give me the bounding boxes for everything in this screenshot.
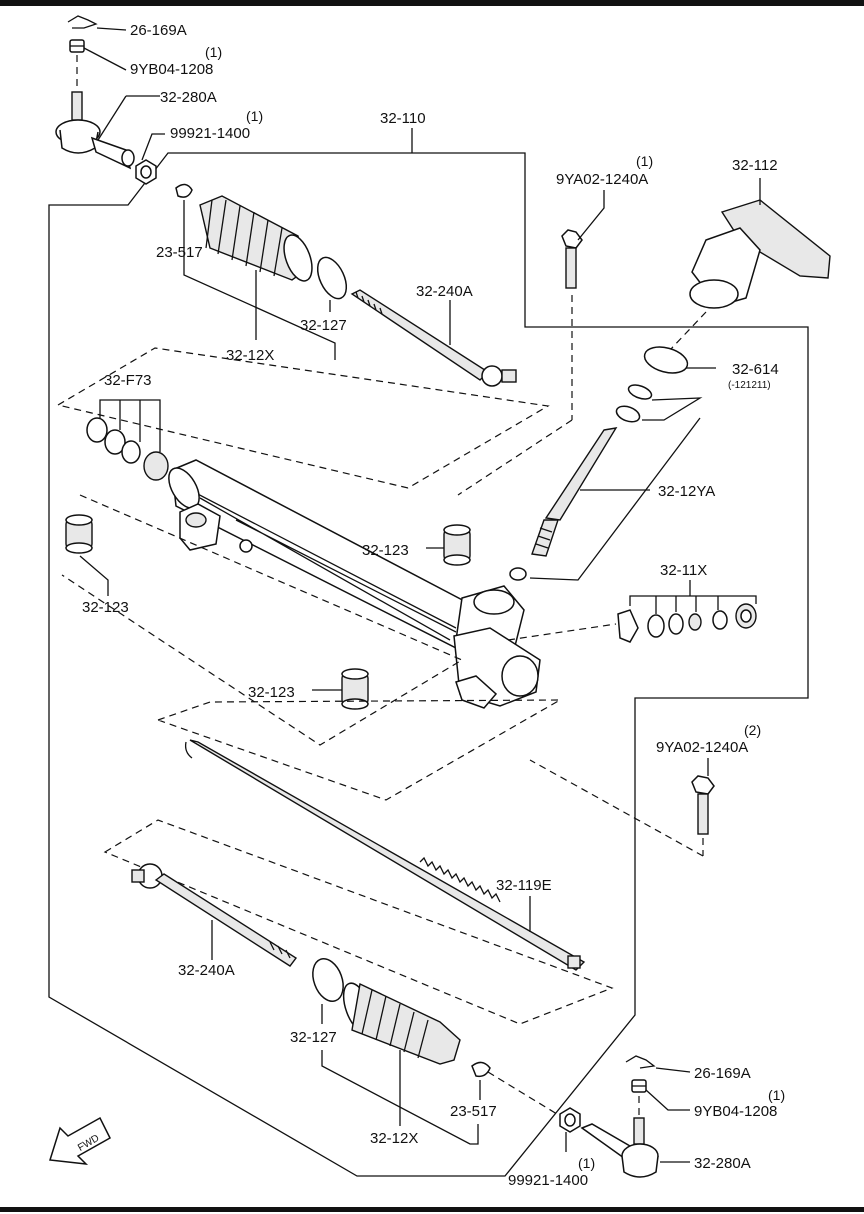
label-boot-band-top: 32-127 bbox=[300, 317, 347, 334]
label-tie-rod-top: 32-240A bbox=[416, 283, 473, 300]
label-lock-nut-top-qty: (1) bbox=[246, 108, 263, 124]
castle-nut-top bbox=[69, 39, 85, 53]
label-boot-set-top: 32-12X bbox=[226, 347, 274, 364]
label-bolt-top: 9YA02-1240A bbox=[556, 171, 648, 188]
label-mount-rubber-3: 32-123 bbox=[248, 684, 295, 701]
assembly-outline bbox=[48, 152, 809, 1177]
pinion-housing bbox=[689, 199, 831, 309]
label-cotter-pin-bottom: 26-169A bbox=[694, 1065, 751, 1082]
label-rack: 32-119E bbox=[496, 877, 552, 894]
label-lock-nut-bottom: 99921-1400 bbox=[508, 1172, 588, 1189]
lock-nut-top bbox=[135, 159, 157, 185]
lock-nut-bottom bbox=[559, 1107, 581, 1133]
label-castle-nut-bottom: 9YB04-1208 bbox=[694, 1103, 777, 1120]
boot-top bbox=[199, 195, 313, 282]
label-gear-assembly: 32-110 bbox=[380, 110, 426, 127]
boot-bottom bbox=[342, 982, 461, 1065]
label-o-ring: 32-614 bbox=[732, 361, 779, 378]
label-lock-nut-top: 99921-1400 bbox=[170, 125, 250, 142]
bolt-top bbox=[561, 229, 583, 289]
label-castle-nut-top-qty: (1) bbox=[205, 44, 222, 60]
tie-rod-bottom bbox=[131, 863, 298, 967]
label-tie-rod-bottom: 32-240A bbox=[178, 962, 235, 979]
clip-top bbox=[175, 183, 193, 198]
label-lock-nut-bottom-qty: (1) bbox=[578, 1155, 595, 1171]
castle-nut-bottom bbox=[631, 1079, 647, 1093]
seal-washer bbox=[615, 384, 653, 423]
cotter-pin-top bbox=[67, 15, 98, 29]
boot-band-bottom bbox=[312, 958, 344, 1002]
plunger-kit bbox=[617, 603, 757, 643]
tie-rod-end-top bbox=[55, 91, 135, 170]
top-border bbox=[0, 0, 864, 6]
label-seal-kit: 32-F73 bbox=[104, 372, 152, 389]
label-mount-rubber-1: 32-123 bbox=[82, 599, 129, 616]
label-cotter-pin-top: 26-169A bbox=[130, 22, 187, 39]
bottom-border bbox=[0, 1207, 864, 1212]
cotter-pin-bottom bbox=[625, 1055, 656, 1069]
tie-rod-top bbox=[350, 289, 517, 387]
bolt-bottom bbox=[691, 775, 715, 835]
label-boot-set-bottom: 32-12X bbox=[370, 1130, 418, 1147]
mount-rubber-3 bbox=[341, 668, 369, 710]
mount-rubber-2 bbox=[443, 524, 471, 566]
label-castle-nut-bottom-qty: (1) bbox=[768, 1087, 785, 1103]
label-mount-rubber-2: 32-123 bbox=[362, 542, 409, 559]
pinion-bearing bbox=[509, 567, 527, 581]
gear-housing bbox=[168, 459, 541, 709]
label-clip-top: 23-517 bbox=[156, 244, 203, 261]
label-tie-rod-end-top: 32-280A bbox=[160, 89, 217, 106]
clip-bottom bbox=[471, 1061, 491, 1078]
o-ring bbox=[643, 346, 689, 374]
boot-band-top bbox=[316, 256, 348, 300]
mount-rubber-1 bbox=[65, 514, 93, 554]
fwd-arrow-icon: FWD bbox=[49, 1116, 111, 1165]
tie-rod-end-bottom bbox=[580, 1117, 659, 1178]
rack-bar bbox=[184, 739, 586, 971]
label-clip-bottom: 23-517 bbox=[450, 1103, 497, 1120]
label-tie-rod-end-bottom: 32-280A bbox=[694, 1155, 751, 1172]
label-castle-nut-top: 9YB04-1208 bbox=[130, 61, 213, 78]
label-o-ring-note: (-121211) bbox=[728, 380, 771, 391]
label-bolt-bottom: 9YA02-1240A bbox=[656, 739, 748, 756]
label-pinion-housing: 32-112 bbox=[732, 157, 778, 174]
seal-kit bbox=[86, 417, 169, 481]
label-plunger-kit: 32-11X bbox=[660, 562, 707, 579]
label-pinion-kit: 32-12YA bbox=[658, 483, 715, 500]
pinion-shaft bbox=[531, 427, 618, 557]
label-bolt-bottom-qty: (2) bbox=[744, 722, 761, 738]
label-boot-band-bottom: 32-127 bbox=[290, 1029, 337, 1046]
label-bolt-top-qty: (1) bbox=[636, 153, 653, 169]
